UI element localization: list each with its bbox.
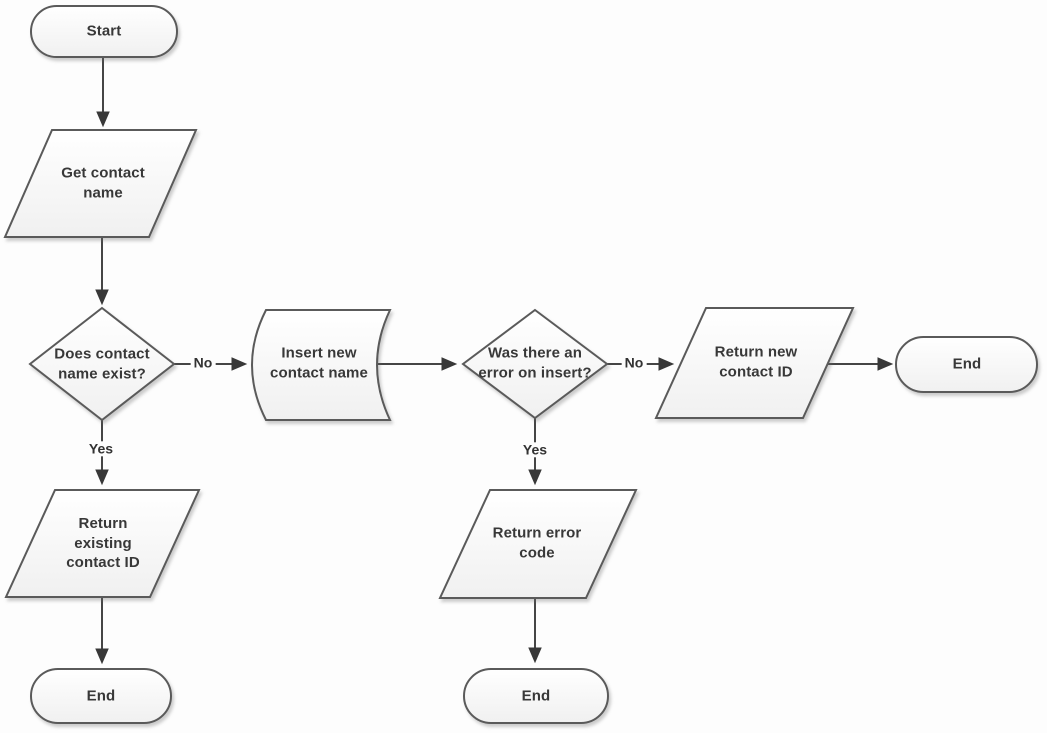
return-error-code-parallelogram-shape	[438, 489, 638, 599]
end-bottom-left-terminator-shape	[30, 668, 172, 724]
end-right-terminator-shape	[895, 336, 1038, 393]
end-bottom-middle-label: End	[521, 687, 551, 705]
error-on-insert-label: Was there an error on insert?	[478, 344, 592, 382]
branch-label-no-error-insert: No	[621, 354, 647, 371]
shapes	[3, 5, 1038, 724]
start-label: Start	[86, 22, 122, 40]
return-existing-contact-id-label: Return existing contact ID	[66, 514, 140, 571]
contact-name-exists-label: Does contact name exist?	[54, 345, 150, 383]
return-error-code-label: Return error code	[492, 524, 582, 562]
error-on-insert-diamond-shape	[461, 308, 609, 420]
insert-new-contact-name-label: Insert new contact name	[270, 344, 368, 382]
branch-label-yes-contact-exists: Yes	[85, 440, 117, 457]
return-new-contact-id-parallelogram-shape	[654, 307, 855, 419]
get-contact-name-parallelogram-shape	[3, 129, 198, 238]
return-new-contact-id-label: Return new contact ID	[714, 343, 798, 381]
end-bottom-middle-terminator-shape	[463, 668, 609, 724]
insert-new-contact-name-stored-data-shape	[251, 309, 392, 421]
end-right-label: End	[952, 355, 982, 373]
contact-name-exists-diamond-shape	[28, 306, 176, 422]
start-terminator-shape	[30, 5, 178, 58]
branch-label-no-contact-exists: No	[190, 354, 216, 371]
get-contact-name-label: Get contact name	[61, 164, 145, 202]
branch-label-yes-error-insert: Yes	[519, 441, 551, 458]
return-existing-contact-id-parallelogram-shape	[4, 489, 201, 598]
end-bottom-left-label: End	[86, 687, 116, 705]
